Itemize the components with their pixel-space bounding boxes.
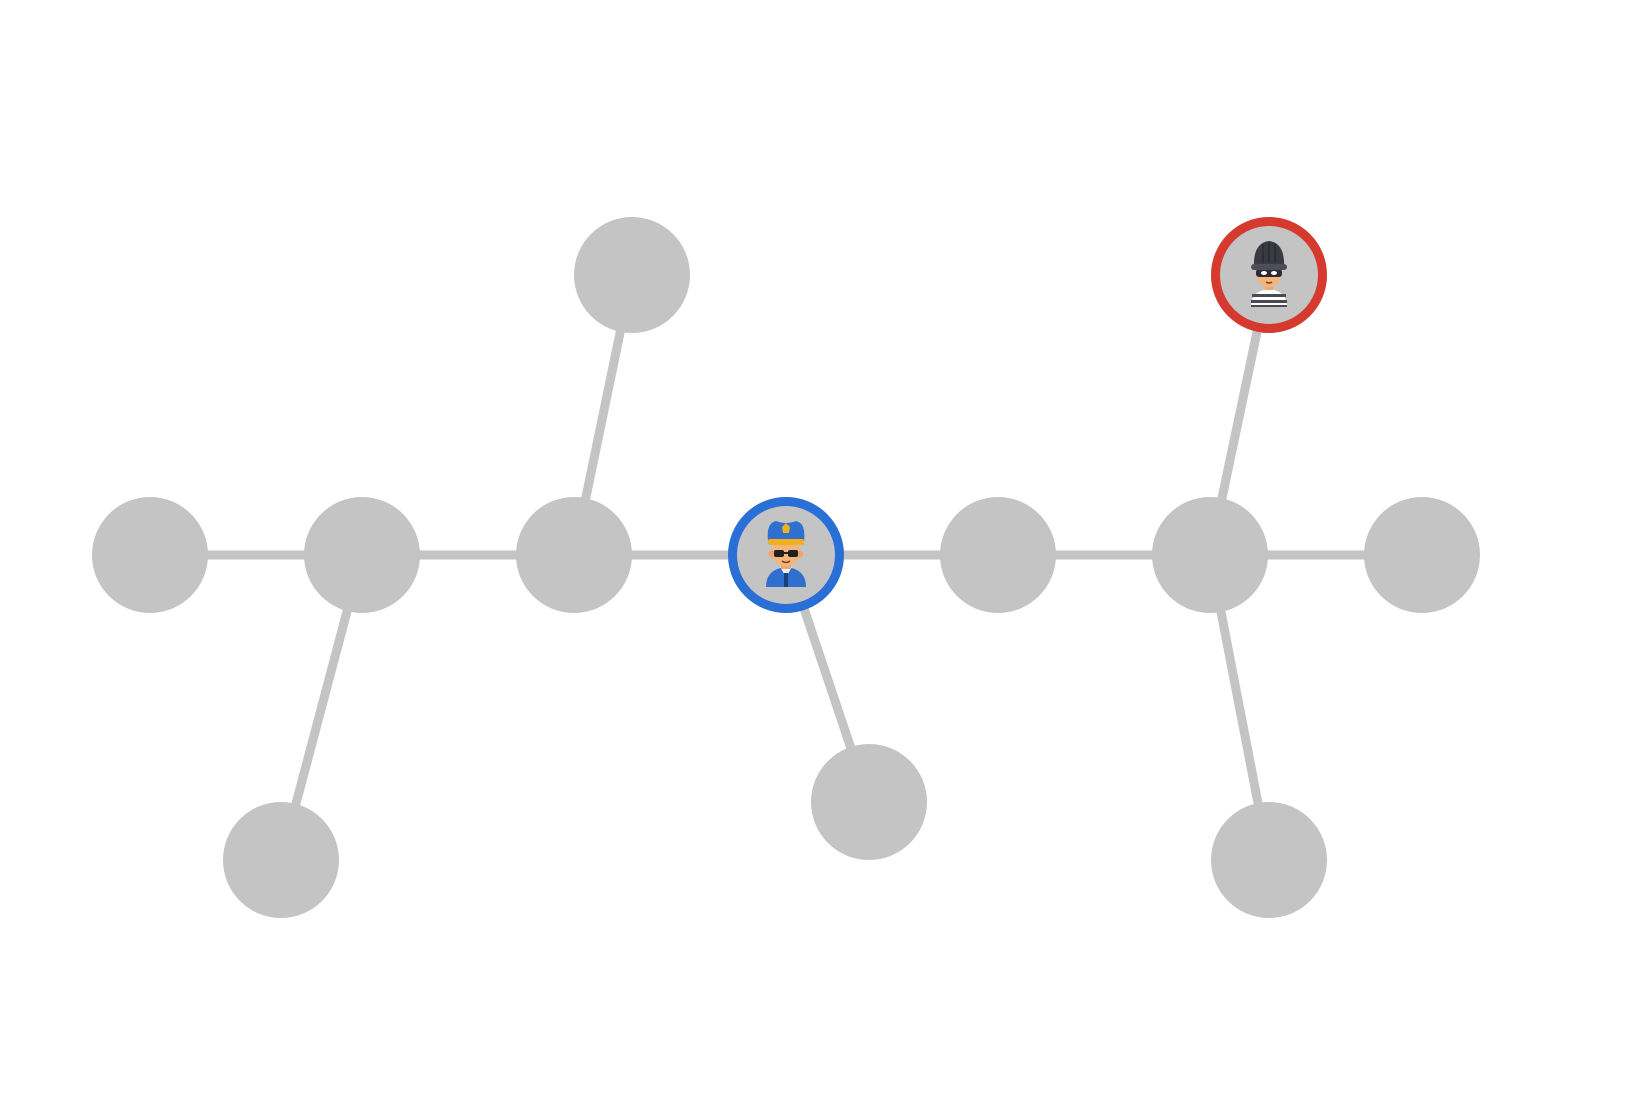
graph-node[interactable] xyxy=(1211,217,1327,333)
graph-node[interactable] xyxy=(304,497,420,613)
node-circle[interactable] xyxy=(1211,802,1327,918)
node-circle[interactable] xyxy=(940,497,1056,613)
graph-node[interactable] xyxy=(516,497,632,613)
node-circle[interactable] xyxy=(574,217,690,333)
police-officer-icon xyxy=(765,520,807,588)
graph-node[interactable] xyxy=(1152,497,1268,613)
graph-node[interactable] xyxy=(223,802,339,918)
node-circle[interactable] xyxy=(92,497,208,613)
cop-ring xyxy=(728,497,844,613)
graph-node[interactable] xyxy=(940,497,1056,613)
node-circle[interactable] xyxy=(1364,497,1480,613)
robber-icon xyxy=(1250,240,1288,308)
robber-ring xyxy=(1211,217,1327,333)
node-circle[interactable] xyxy=(223,802,339,918)
graph-node[interactable] xyxy=(728,497,844,613)
node-circle[interactable] xyxy=(304,497,420,613)
graph-node[interactable] xyxy=(811,744,927,860)
graph-node[interactable] xyxy=(1364,497,1480,613)
graph-node[interactable] xyxy=(92,497,208,613)
nodes-layer xyxy=(92,217,1480,918)
graph-node[interactable] xyxy=(574,217,690,333)
node-circle[interactable] xyxy=(1152,497,1268,613)
node-circle[interactable] xyxy=(516,497,632,613)
graph-node[interactable] xyxy=(1211,802,1327,918)
node-circle[interactable] xyxy=(811,744,927,860)
